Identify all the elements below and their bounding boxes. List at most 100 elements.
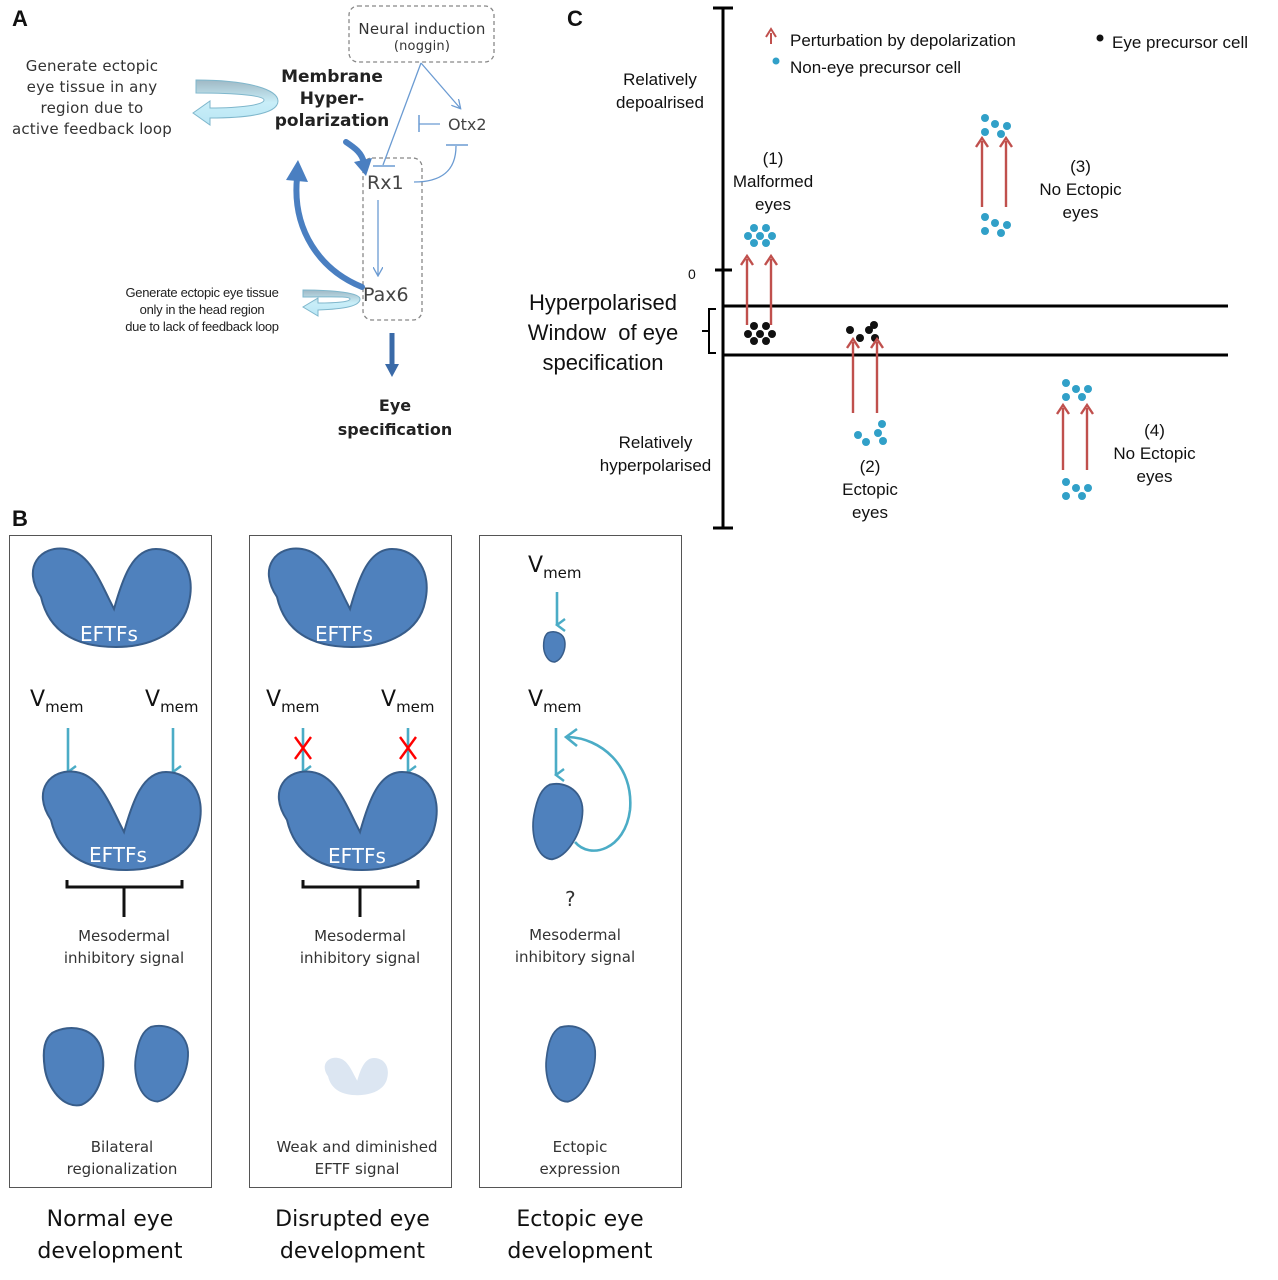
membrane-hyperpolarization-label: Membrane Hyper- polarization (262, 66, 402, 132)
disrupted-caption-line1: Disrupted eye (275, 1207, 430, 1232)
disrupted-development-box (249, 535, 452, 1188)
disrupted-caption: Disrupted eye development (250, 1204, 455, 1268)
region3-top-non-eye-cluster (981, 114, 1011, 138)
window-bracket (702, 308, 716, 354)
region4-bottom-non-eye-cell (1084, 484, 1092, 492)
normal-caption-line1: Normal eye (46, 1207, 174, 1232)
ectopic-caption-line1: Ectopic eye (516, 1207, 644, 1232)
region3-arrow-left (975, 135, 989, 207)
outcome-4-line1: No Ectopic (1113, 444, 1196, 463)
region4-bottom-non-eye-cell (1062, 478, 1070, 486)
normal-signal-label: Mesodermal inhibitory signal (44, 925, 204, 969)
outcome-2-label: (2) Ectopic eyes (815, 455, 925, 524)
ectopic-non-eye-cell (854, 431, 862, 439)
panel-c-letter: C (567, 6, 583, 31)
vmem-sub: mem (160, 698, 199, 716)
vmem-main: V (381, 687, 397, 712)
vmem-main: V (266, 687, 282, 712)
ectopic-bottom-tissue (541, 1022, 600, 1106)
region4-arrow-left (1056, 402, 1070, 470)
malformed-eye-cell (762, 322, 770, 330)
region3-bottom-non-eye-cell (981, 227, 989, 235)
outcome-1-label: (1) Malformed eyes (718, 147, 828, 216)
disrupted-block-left-x-icon (294, 736, 312, 760)
ectopic-non-eye-cell (874, 429, 882, 437)
region3-bottom-non-eye-cluster (981, 213, 1011, 237)
region3-top-non-eye-cell (997, 130, 1005, 138)
vmem-sub: mem (396, 698, 435, 716)
malformed-arrow-left (740, 253, 754, 325)
region3-bottom-non-eye-cell (1003, 221, 1011, 229)
normal-signal-line2: inhibitory signal (63, 949, 185, 967)
ectopic-non-eye-cell (878, 420, 886, 428)
ectopic-signal-line2: inhibitory signal (514, 948, 636, 966)
region4-top-non-eye-cell (1072, 385, 1080, 393)
ectopic-caption-line2: development (507, 1239, 653, 1264)
ectopic-mid-tissue (525, 779, 589, 865)
region4-arrow-right (1080, 402, 1094, 470)
disrupted-signal-line1: Mesodermal (314, 927, 406, 945)
region4-top-non-eye-cell (1078, 393, 1086, 401)
region4-bottom-non-eye-cell (1078, 492, 1086, 500)
normal-result-line2: regionalization (66, 1160, 178, 1178)
ectopic-any-line4: active feedback loop (11, 120, 173, 138)
legend-non-eye-cell-icon (772, 57, 780, 65)
membrane-line1: Membrane (281, 67, 383, 87)
ectopic-result-line2: expression (539, 1160, 621, 1178)
outcome-3-num: (3) (1070, 157, 1091, 176)
ectopic-signal-label: Mesodermal inhibitory signal (495, 924, 655, 968)
malformed-non-eye-cell (756, 232, 764, 240)
pax6-label: Pax6 (363, 284, 409, 306)
neural-induction-line2: (noggin) (393, 39, 451, 54)
ectopic-any-curved-arrow (192, 79, 279, 126)
outcome-2-line1: Ectopic (842, 480, 898, 499)
disrupted-block-right-x-icon (399, 736, 417, 760)
ectopic-head-line3: due to lack of feedback loop (125, 319, 279, 334)
region4-bottom-non-eye-cell (1062, 492, 1070, 500)
disrupted-result-label: Weak and diminished EFTF signal (262, 1136, 452, 1180)
region4-bottom-non-eye-cell (1072, 484, 1080, 492)
region3-top-non-eye-cell (1003, 122, 1011, 130)
normal-bottom-eftf-label: EFTFs (89, 843, 147, 867)
region3-top-non-eye-cell (981, 128, 989, 136)
membrane-line3: polarization (274, 111, 390, 131)
disrupted-inhibitory-bracket (301, 880, 420, 917)
hyperpolarised-line1: Relatively (618, 433, 693, 452)
induction-inhibits-rx1-line (382, 62, 422, 166)
region4-top-non-eye-cell (1084, 385, 1092, 393)
disrupted-faded-eftf-tissue (324, 1057, 388, 1096)
region3-top-non-eye-cell (991, 120, 999, 128)
disrupted-vmem-left-label: Vmem (266, 687, 320, 716)
malformed-non-eye-cell (762, 224, 770, 232)
normal-left-eye (38, 1022, 111, 1111)
rx1-label: Rx1 (367, 172, 404, 194)
ectopic-any-line3: region due to (40, 99, 144, 117)
disrupted-signal-line2: inhibitory signal (299, 949, 421, 967)
outcome-3-label: (3) No Ectopic eyes (1023, 155, 1138, 224)
malformed-eye-cell (768, 330, 776, 338)
eye-spec-line1: Eye (378, 396, 412, 415)
rx1-pax6-box (362, 157, 423, 321)
normal-result-line1: Bilateral (90, 1138, 154, 1156)
outcome-1-line2: eyes (755, 195, 791, 214)
normal-caption: Normal eye development (10, 1204, 210, 1268)
normal-development-box (9, 535, 212, 1188)
outcome-3-line2: eyes (1062, 203, 1099, 222)
region4-top-non-eye-cell (1062, 379, 1070, 387)
outcome-4-line2: eyes (1136, 467, 1173, 486)
ectopic-result-label: Ectopic expression (500, 1136, 660, 1180)
malformed-eye-cell (762, 337, 770, 345)
malformed-non-eye-cell (768, 232, 776, 240)
window-line1: Hyperpolarised (529, 290, 677, 315)
ectopic-signal-line1: Mesodermal (529, 926, 621, 944)
normal-top-eftf-label: EFTFs (80, 622, 138, 646)
malformed-non-eye-cell (762, 239, 770, 247)
outcome-2-line2: eyes (852, 503, 888, 522)
hyperpolarised-label: Relatively hyperpolarised (588, 431, 723, 477)
ectopic-eye-cell (870, 321, 878, 329)
rx1-inhibits-otx2-line (413, 145, 457, 183)
legend-eye-label: Eye precursor cell (1112, 33, 1249, 52)
